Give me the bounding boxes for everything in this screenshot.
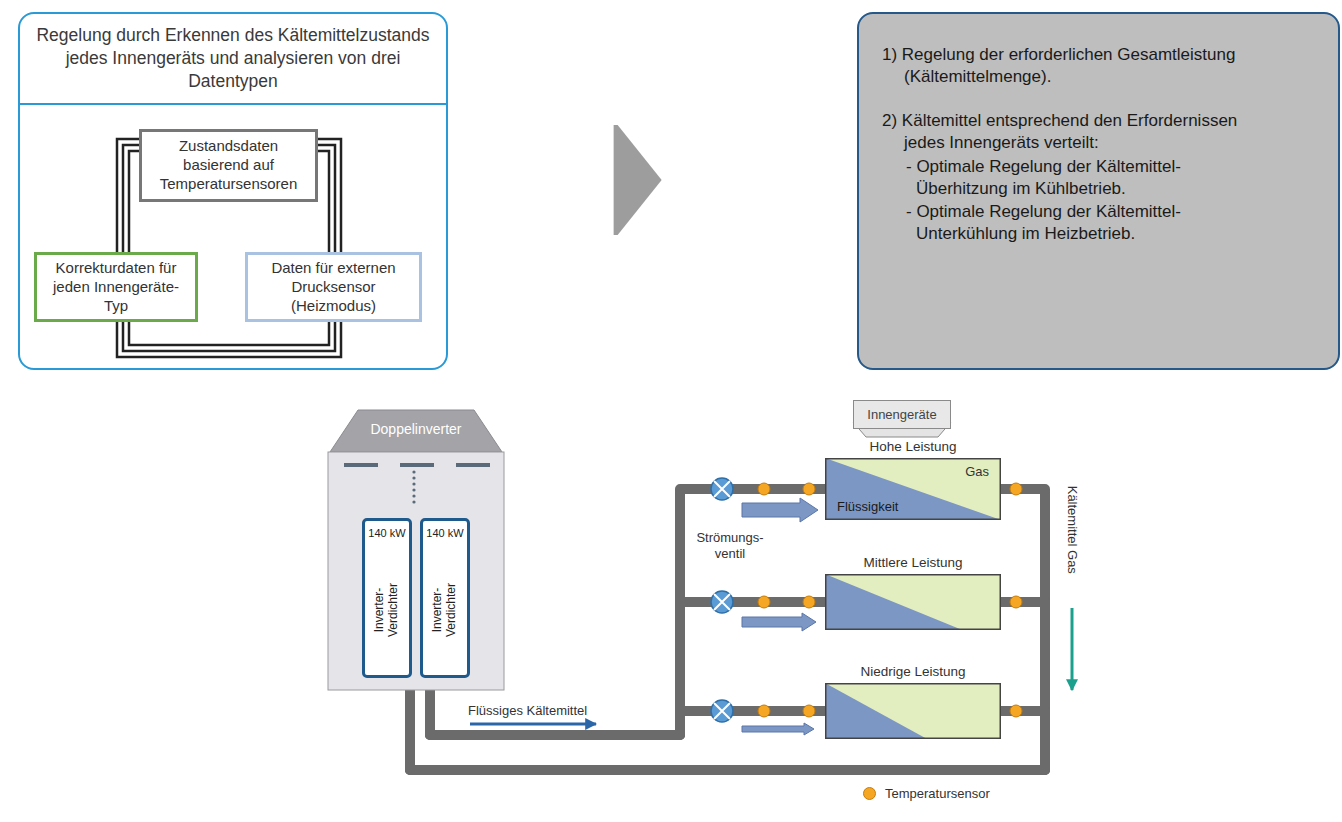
unit-heading: Hohe Leistung <box>825 439 1001 454</box>
gas-flow-arrow <box>1071 608 1074 690</box>
block-arrow <box>742 723 814 735</box>
node-shape <box>825 683 1001 739</box>
phase-label: Flüssigkeit <box>837 499 898 514</box>
legend-entry: Temperatursensor <box>863 786 990 801</box>
flow-valves <box>711 478 733 722</box>
node-shape <box>328 408 504 690</box>
sensor-dot <box>803 705 815 717</box>
list-item: - Optimale Regelung der Kältemittel- Übe… <box>882 156 1246 200</box>
indoor-unit: Mittlere Leistung <box>825 574 1001 630</box>
power-rating: 140 kW <box>423 527 467 539</box>
outdoor-unit: 140 kW Inverter- Verdichter 140 kW Inverter… <box>328 408 504 690</box>
sensor-dot <box>1010 596 1022 608</box>
gas-zone <box>825 574 1001 630</box>
unit-heading: Mittlere Leistung <box>825 555 1001 570</box>
compressor-box: 140 kW Inverter- Verdichter <box>420 518 470 678</box>
block-arrow <box>742 613 816 631</box>
gas-zone <box>825 683 1001 739</box>
data-box: Zustandsdaten basierend auf Temperaturse… <box>139 129 318 202</box>
data-box: Daten für externen Drucksensor (Heizmodu… <box>245 252 422 322</box>
sensor-dot <box>758 483 770 495</box>
node-text: Innengeräte <box>867 407 936 422</box>
block-arrow <box>742 498 818 522</box>
liquid-zone <box>825 574 962 630</box>
grille-dot <box>412 494 415 497</box>
analysis-panel: Zustandsdaten basierend auf Temperaturse… <box>18 12 448 370</box>
liquid-zone <box>825 683 927 739</box>
divider-line <box>20 103 446 105</box>
grille-dot <box>412 488 415 491</box>
node-shape <box>825 574 1001 630</box>
liquid-zone <box>825 458 1001 520</box>
grille-dot <box>412 482 415 485</box>
grille-slot <box>456 463 490 467</box>
unit-heading: Niedrige Leistung <box>825 664 1001 679</box>
grille-dot <box>412 476 415 479</box>
list-item: 2) Kältemittel entsprechend den Erforder… <box>882 110 1249 154</box>
phase-label: Gas <box>965 464 989 479</box>
grille-dot <box>412 470 415 473</box>
node-text: Korrekturdaten für jeden Innengeräte-Typ <box>46 259 186 315</box>
node-text: Zustandsdaten basierend auf Temperaturse… <box>154 137 304 193</box>
flow-label: Kältemittel Gas <box>1064 470 1080 590</box>
unit-outline <box>826 575 1001 630</box>
unit-outline <box>826 684 1001 739</box>
sensor-dot <box>803 483 815 495</box>
gas-pipe <box>410 489 1045 770</box>
sensor-dot <box>758 596 770 608</box>
grille-dot <box>412 500 415 503</box>
unit-name: Doppelinverter <box>328 421 504 437</box>
legend-text: Temperatursensor <box>885 786 990 801</box>
part-name: Inverter- Verdichter <box>431 568 459 652</box>
indoor-unit: Hohe LeistungGasFlüssigkeit <box>825 458 1001 520</box>
panel-heading: Regelung durch Erkennen des Kältemittelz… <box>34 24 432 92</box>
sensor-dot <box>803 596 815 608</box>
list-item: - Optimale Regelung der Kältemittel- Unt… <box>882 201 1246 245</box>
liquid-pipe <box>430 690 825 735</box>
process-arrow <box>614 125 662 235</box>
indoor-unit: Niedrige Leistung <box>825 683 1001 739</box>
list-item: 1) Regelung der erforderlichen Gesamtlei… <box>882 44 1249 88</box>
legend-swatch <box>863 787 876 800</box>
grille-slot <box>344 463 378 467</box>
sensor-dot <box>1010 705 1022 717</box>
sensor-dot <box>1010 483 1022 495</box>
result-panel: 1) Regelung der erforderlichen Gesamtlei… <box>857 12 1340 370</box>
part-name: Inverter- Verdichter <box>373 568 401 652</box>
liquid-flow-arrow <box>470 723 596 726</box>
part-name: Strömungs- ventil <box>690 530 770 561</box>
compressor-box: 140 kW Inverter- Verdichter <box>362 518 412 678</box>
unit-body <box>328 452 504 690</box>
unit-outline <box>826 459 1001 520</box>
flow-label: Flüssiges Kältemittel <box>468 703 628 719</box>
indoor-header: Innengeräte <box>853 400 951 429</box>
data-box: Korrekturdaten für jeden Innengeräte-Typ <box>34 252 198 322</box>
grille-slot <box>400 463 434 467</box>
valve-cross <box>714 481 730 719</box>
sensor-dot <box>758 705 770 717</box>
node-text: Daten für externen Drucksensor (Heizmodu… <box>254 259 413 315</box>
gas-zone <box>825 458 1001 520</box>
power-rating: 140 kW <box>365 527 409 539</box>
